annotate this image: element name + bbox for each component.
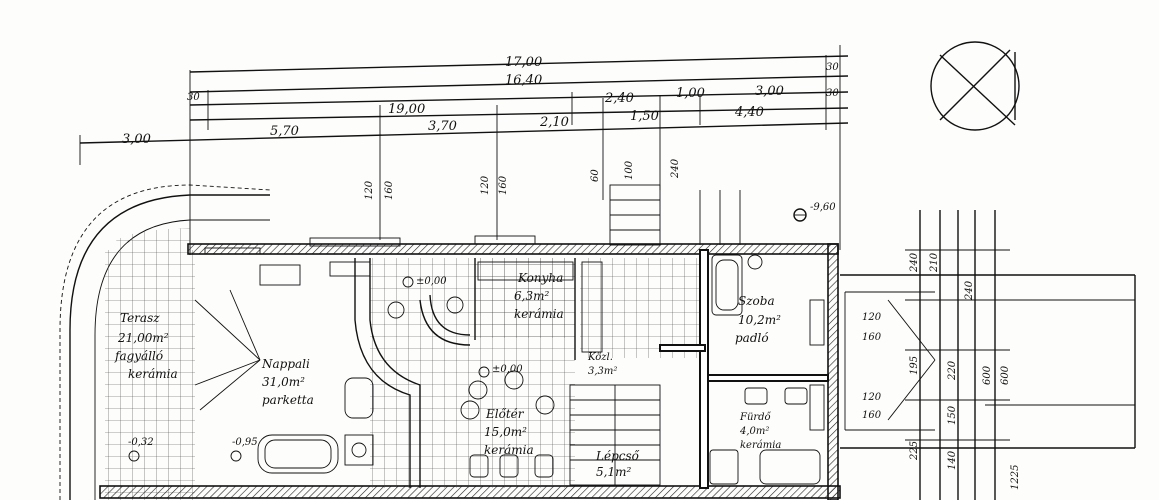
room-corridor-label: Közl. 3,3m²: [587, 352, 617, 377]
terrace-outline: [59, 184, 271, 500]
dim-300: 3,00: [755, 84, 784, 99]
room-kitchen-label: Konyha 6,3m² kerámia: [514, 271, 564, 321]
dim-r14: 140: [947, 450, 958, 470]
dim-r10: 150: [947, 405, 958, 425]
kitchen-floor: kerámia: [514, 307, 564, 321]
living-area: 31,0m²: [262, 375, 305, 389]
dim-r12: 160: [862, 410, 882, 421]
dim-overall-outer: 17,00: [505, 55, 542, 70]
elev-living: ±0,00: [416, 276, 447, 287]
room-name: Szoba: [738, 294, 775, 308]
top-dimension-labels: 17,00 16,40 19,00 3,00 5,70 3,70 2,10 2,…: [122, 55, 839, 147]
vertical-dimension-labels: 120 160 120 160 60 100 240: [364, 158, 681, 200]
bath-area: 4,0m²: [739, 426, 769, 437]
dim-570: 5,70: [270, 124, 299, 139]
kitchen-area: 6,3m²: [514, 289, 549, 303]
dim-100: 1,00: [676, 86, 705, 101]
living-floor: parketta: [262, 393, 314, 407]
dim-top-left: 3,00: [122, 132, 151, 147]
dim-r4: 600: [982, 365, 993, 385]
level-value: -9,60: [810, 202, 836, 213]
elev-terrace: -0,32: [128, 437, 154, 448]
dim-overall-inner: 16,40: [505, 73, 542, 88]
level-mark: -9,60: [793, 202, 836, 222]
room-stair-label: Lépcső 5,1m²: [595, 449, 640, 479]
dim-440: 4,40: [734, 105, 764, 120]
corridor-name: Közl.: [587, 352, 613, 363]
corridor-area: 3,3m²: [588, 366, 617, 377]
dim-r8: 195: [909, 356, 920, 375]
dim-30-right-b: 30: [826, 88, 839, 99]
right-extension: [840, 210, 1136, 500]
top-dimension-lines: [79, 45, 849, 255]
stairs-symbol: [569, 184, 741, 486]
wall-east: [827, 243, 839, 500]
dim-r6: 120: [862, 312, 882, 323]
dim-r13: 225: [909, 441, 920, 461]
dim-r5: 600: [1000, 365, 1011, 385]
living-name: Nappali: [261, 357, 310, 371]
room-terrace-label: Terasz 21,00m² fagyálló kerámia: [114, 311, 178, 381]
terrace-area: 21,00m²: [117, 331, 169, 345]
north-arrow-symbol: [930, 41, 1020, 131]
dim-r9: 220: [947, 360, 958, 381]
dim-1900: 19,00: [388, 102, 425, 117]
hall-floor: kerámia: [484, 443, 534, 457]
dim-v-240: 240: [670, 158, 681, 179]
room-room-label: Szoba 10,2m² padló: [735, 294, 781, 345]
room-hall-label: Előtér 15,0m² kerámia: [484, 407, 534, 457]
dim-v-120b: 120: [480, 175, 491, 195]
dim-r1: 240: [909, 252, 920, 273]
dim-v-160b: 160: [498, 175, 509, 195]
elevation-marks: ±0,00 ±0,00 -0,32 -0,95: [128, 276, 523, 462]
room-bath-label: Fürdő 4,0m² kerámia: [739, 412, 781, 451]
dim-r15: 1225: [1010, 465, 1021, 490]
terrace-floor2: kerámia: [128, 367, 178, 381]
dim-r7: 160: [862, 332, 882, 343]
dim-150: 1,50: [630, 109, 659, 124]
dim-30-right: 30: [826, 62, 839, 73]
hall-name: Előtér: [485, 407, 525, 421]
dim-370: 3,70: [428, 119, 457, 134]
wall-north: [187, 243, 839, 255]
dim-210: 2,10: [539, 115, 569, 130]
elev-hall: ±0,00: [492, 364, 523, 375]
dim-v-60: 60: [590, 169, 601, 182]
elev-out: -0,95: [232, 437, 258, 448]
stair-area: 5,1m²: [596, 465, 631, 479]
dim-30-left: 30: [187, 92, 200, 103]
dim-v-100: 100: [624, 160, 635, 180]
hall-area: 15,0m²: [484, 425, 527, 439]
kitchen-name: Konyha: [517, 271, 563, 285]
room-living-label: Nappali 31,0m² parketta: [261, 357, 314, 407]
dim-r3: 240: [964, 280, 975, 301]
bath-floor: kerámia: [740, 440, 781, 451]
living-leader-lines: [194, 289, 261, 411]
terrace-name: Terasz: [120, 311, 160, 325]
dim-240: 2,40: [604, 91, 634, 106]
dim-v-120a: 120: [364, 180, 375, 200]
bath-name: Fürdő: [739, 412, 772, 423]
dim-r11: 120: [862, 392, 882, 403]
right-dimension-labels: 240 210 240 600 600 120 160 195 220 150 …: [862, 252, 1021, 490]
dim-r2: 210: [929, 252, 940, 273]
terrace-floor1: fagyálló: [114, 349, 163, 363]
stair-name: Lépcső: [595, 449, 640, 463]
room-floor: padló: [735, 331, 769, 345]
dim-v-160a: 160: [384, 180, 395, 200]
room-area: 10,2m²: [738, 313, 781, 327]
